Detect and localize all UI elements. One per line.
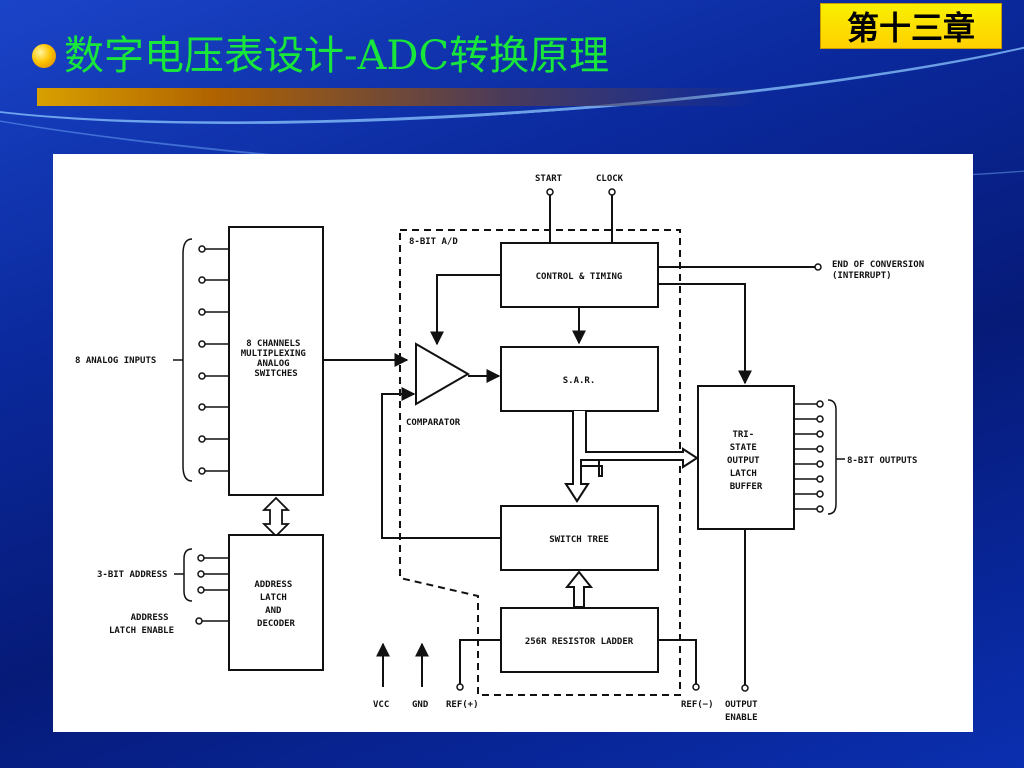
- address-label: 3-BIT ADDRESS: [97, 570, 167, 580]
- ad-boundary: [399, 229, 681, 696]
- sar-block: [500, 346, 659, 412]
- switch-tree-label: SWITCH TREE: [549, 535, 609, 545]
- outputs-brace: [827, 399, 837, 515]
- clock-pin: [608, 188, 616, 196]
- ladder-up-arrow: [564, 570, 594, 608]
- address-brace: [183, 548, 193, 602]
- inputs-brace: [182, 238, 193, 482]
- multiplexer-label: 8 CHANNELS MULTIPLEXING ANALOG SWITCHES: [241, 339, 311, 379]
- comparator-label: COMPARATOR: [406, 418, 461, 428]
- address-latch-label: ADDRESS LATCH AND DECODER: [254, 580, 297, 629]
- output-pins: [794, 400, 824, 513]
- sar-label: S.A.R.: [563, 376, 596, 386]
- ale-label: ADDRESS LATCH ENABLE: [109, 613, 174, 636]
- output-enable-label: OUTPUT ENABLE: [725, 700, 763, 723]
- chapter-badge: 第十三章: [820, 3, 1002, 49]
- ad-label: 8-BIT A/D: [409, 237, 458, 247]
- clock-label: CLOCK: [596, 174, 624, 184]
- start-label: START: [535, 174, 563, 184]
- slide-title: 数字电压表设计-ADC转换原理: [64, 33, 610, 79]
- control-timing-block: [500, 242, 659, 308]
- resistor-ladder-block: [500, 607, 659, 673]
- comparator-triangle: [415, 342, 471, 406]
- tristate-buffer-label: TRI- STATE OUTPUT LATCH BUFFER: [727, 430, 765, 492]
- analog-inputs-label: 8 ANALOG INPUTS: [75, 356, 156, 366]
- resistor-ladder-label: 256R RESISTOR LADDER: [525, 637, 634, 647]
- multiplexer-block: [228, 226, 324, 496]
- start-pin: [546, 188, 554, 196]
- ale-pin: [195, 617, 203, 625]
- title-underline-bar: [37, 88, 757, 106]
- ref-minus-label: REF(−): [681, 700, 714, 710]
- vcc-label: VCC: [373, 700, 389, 710]
- output-enable-pin: [741, 684, 749, 692]
- slide-title-row: 数字电压表设计-ADC转换原理: [32, 26, 609, 86]
- control-timing-label: CONTROL & TIMING: [536, 272, 623, 282]
- eoc-pin: [814, 263, 822, 271]
- bullet-icon: [32, 44, 56, 68]
- mux-latch-double-arrow: [261, 496, 291, 538]
- eoc-label: END OF CONVERSION (INTERRUPT): [832, 260, 930, 281]
- ref-minus-pin: [692, 683, 700, 691]
- ref-plus-label: REF(+): [446, 700, 479, 710]
- gnd-label: GND: [412, 700, 429, 710]
- adc-block-diagram: 8-BIT A/D 8 ANALOG INPUTS 8 CHANNELS MUL…: [53, 154, 973, 732]
- outputs-label: 8-BIT OUTPUTS: [847, 456, 917, 466]
- address-latch-block: [228, 534, 324, 671]
- ref-plus-pin: [456, 683, 464, 691]
- address-pins: [197, 554, 229, 594]
- analog-input-pins: [198, 245, 229, 475]
